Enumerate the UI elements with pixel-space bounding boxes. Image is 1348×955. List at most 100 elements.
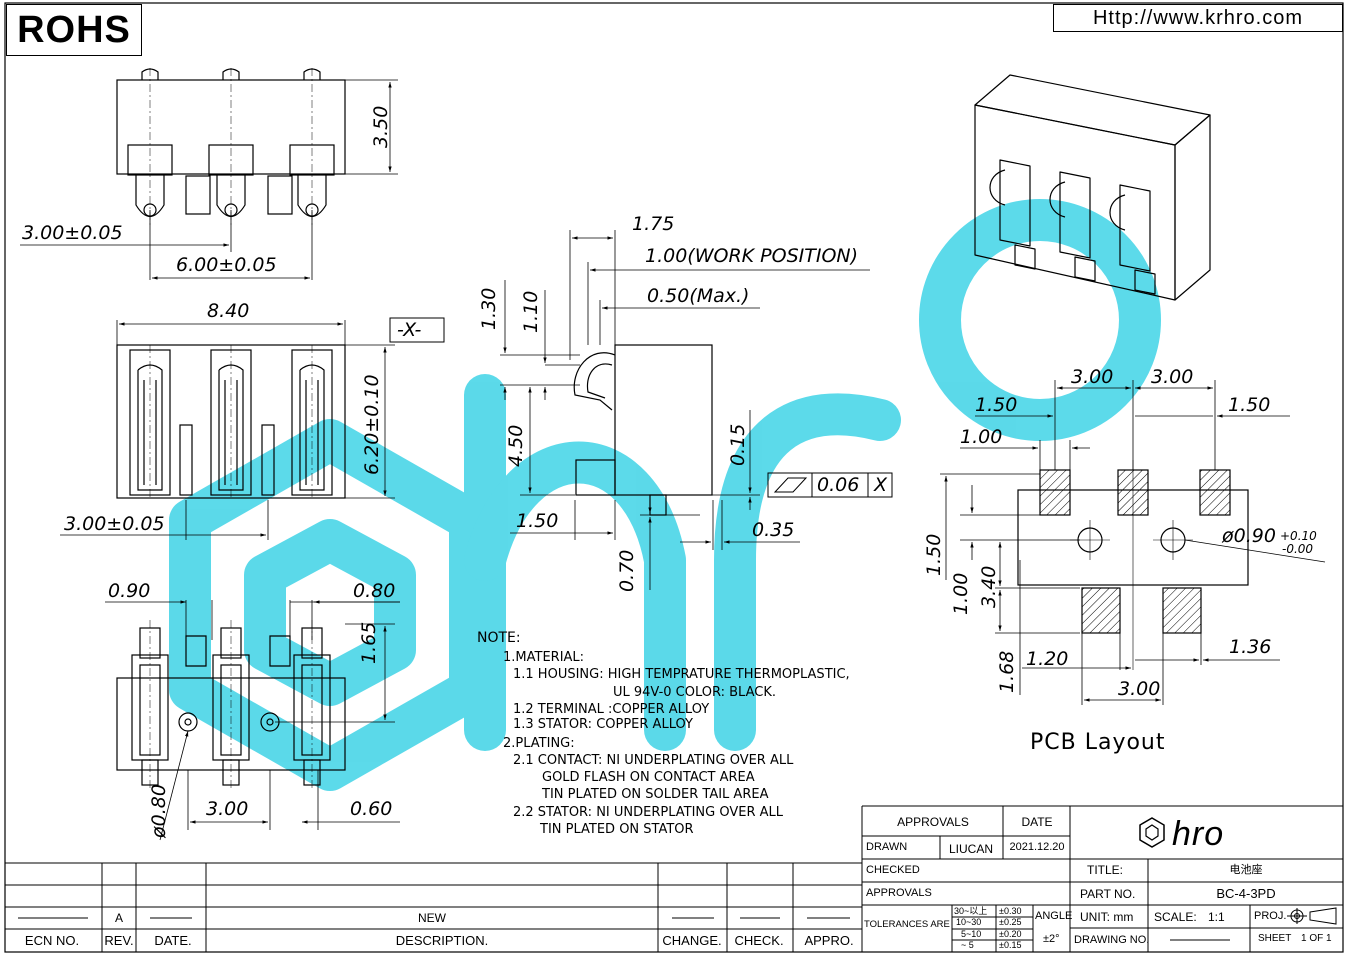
col-appro: APPRO. — [804, 933, 854, 948]
drawn-date: 2021.12.20 — [1009, 841, 1065, 853]
scale-label: SCALE: — [1154, 910, 1197, 924]
pin-outline — [218, 364, 244, 491]
pcb-edge-left: 1.50 — [975, 394, 1018, 416]
pcb-layout — [940, 380, 1326, 705]
note-line: 1.MATERIAL: — [503, 650, 585, 665]
front-view — [60, 317, 445, 540]
pin-outline — [999, 159, 1031, 247]
col-ecn: ECN NO. — [24, 933, 80, 948]
website-url[interactable]: Http://www.krhro.com — [1053, 4, 1343, 32]
dim-side-work: 1.00(WORK POSITION) — [645, 245, 859, 267]
part-no-value: BC-4-3PD — [1216, 886, 1276, 901]
note-line: TIN PLATED ON SOLDER TAIL AREA — [542, 787, 769, 802]
title-value: 电池座 — [1229, 864, 1263, 876]
dim-top-height: 3.50 — [370, 105, 392, 148]
tol-value: ±0.25 — [999, 917, 1022, 927]
drawn-by: LIUCAN — [948, 842, 994, 856]
dim-side-015: 0.15 — [727, 423, 749, 466]
pcb-h136: 1.36 — [1229, 636, 1272, 658]
note-line: GOLD FLASH ON CONTACT AREA — [542, 770, 755, 785]
dim-bottom-d4: 0.60 — [350, 798, 393, 820]
pcb-h120: 1.20 — [1026, 648, 1069, 670]
tol-value: ±0.15 — [999, 940, 1022, 950]
dim-front-height: 6.20±0.10 — [361, 374, 383, 475]
drawing-no-label: DRAWING NO. — [1074, 934, 1150, 946]
description-value: NEW — [418, 911, 446, 925]
side-view — [500, 230, 893, 590]
scale-value: 1:1 — [1208, 910, 1225, 924]
top-view — [20, 68, 398, 280]
title-label: TITLE: — [1087, 863, 1124, 877]
title-block-grid — [5, 805, 1343, 952]
tol-range: 5~10 — [961, 929, 982, 939]
note-line: TIN PLATED ON STATOR — [540, 822, 694, 837]
dim-side-035: 0.35 — [752, 519, 795, 541]
dim-top-pitch-b: 6.00±0.05 — [176, 254, 277, 276]
pin-outline — [1109, 194, 1126, 231]
pcb-v168: 1.68 — [996, 650, 1018, 693]
dim-bottom-d2: 0.80 — [353, 580, 396, 602]
tol-value: ±0.30 — [999, 906, 1022, 916]
dim-bottom-d1: 0.90 — [108, 580, 151, 602]
dim-front-pitch: 3.00±0.05 — [64, 513, 165, 535]
isometric-view — [974, 74, 1211, 301]
col-check: CHECK. — [734, 933, 784, 948]
flatness-value: 0.06 — [817, 474, 860, 496]
pin-outline — [1049, 181, 1066, 218]
rev-value: A — [114, 911, 124, 925]
pcb-h300: 3.00 — [1118, 678, 1161, 700]
pcb-hole-dia: ø0.90 — [1222, 525, 1276, 547]
col-rev: REV. — [104, 933, 134, 948]
notes-heading: NOTE: — [477, 630, 521, 646]
sheet-value: 1 OF 1 — [1301, 933, 1332, 944]
pin-outline — [179, 424, 193, 496]
pin-outline — [1119, 184, 1151, 272]
part-no-label: PART NO. — [1080, 887, 1136, 901]
sheet-label: SHEET — [1258, 933, 1292, 944]
pin-outline — [1134, 269, 1156, 295]
dim-bottom-hole: ø0.80 — [148, 784, 170, 838]
note-line: 1.1 HOUSING: HIGH TEMPRATURE THERMOPLAST… — [513, 667, 850, 682]
note-line: 2.1 CONTACT: NI UNDERPLATING OVER ALL — [513, 753, 794, 768]
pin-outline — [137, 364, 163, 491]
bottom-view — [105, 600, 400, 841]
approvals-label: APPROVALS — [866, 887, 932, 899]
pin-outline — [1074, 256, 1096, 282]
pcb-hole-tol-minus: -0.00 — [1282, 542, 1314, 556]
tol-value: ±0.20 — [999, 929, 1022, 939]
pcb-layout-title: PCB Layout — [1030, 730, 1166, 755]
unit-label: UNIT: mm — [1080, 910, 1134, 924]
checked-label: CHECKED — [866, 864, 920, 876]
flatness-datum: X — [874, 474, 888, 496]
tol-range: 30~以上 — [954, 906, 988, 916]
dim-side-max: 0.50(Max.) — [647, 285, 750, 307]
pin-outline — [299, 364, 325, 491]
dim-side-450: 4.50 — [505, 424, 527, 467]
dim-side-150: 1.50 — [516, 510, 559, 532]
dim-top-pitch-a: 3.00±0.05 — [22, 222, 123, 244]
note-line: 1.2 TERMINAL :COPPER ALLOY — [513, 702, 710, 717]
pcb-pitch-left: 3.00 — [1071, 366, 1114, 388]
pcb-hole-tol-plus: +0.10 — [1280, 529, 1317, 543]
drawn-label: DRAWN — [866, 841, 908, 853]
dim-front-width: 8.40 — [207, 300, 250, 322]
pin-outline — [989, 169, 1006, 206]
col-change: CHANGE. — [662, 933, 722, 948]
pcb-v150: 1.50 — [923, 533, 945, 576]
proj-label: PROJ. — [1254, 910, 1287, 922]
dim-side-175: 1.75 — [632, 213, 675, 235]
note-line: 2.2 STATOR: NI UNDERPLATING OVER ALL — [513, 805, 784, 820]
angle-value: ±2° — [1043, 933, 1060, 945]
pin-outline — [261, 424, 275, 496]
dim-side-070: 0.70 — [616, 549, 638, 592]
pcb-v340: 3.40 — [978, 565, 1000, 608]
dim-side-130: 1.30 — [478, 287, 500, 330]
dim-bottom-d3: 1.65 — [358, 621, 380, 664]
col-description: DESCRIPTION. — [395, 933, 489, 948]
date-header: DATE — [1021, 815, 1053, 829]
pcb-pitch-right: 3.00 — [1151, 366, 1194, 388]
pin-outline — [1014, 244, 1036, 270]
note-line: 2.PLATING: — [503, 736, 575, 751]
pcb-edge-right: 1.50 — [1228, 394, 1271, 416]
